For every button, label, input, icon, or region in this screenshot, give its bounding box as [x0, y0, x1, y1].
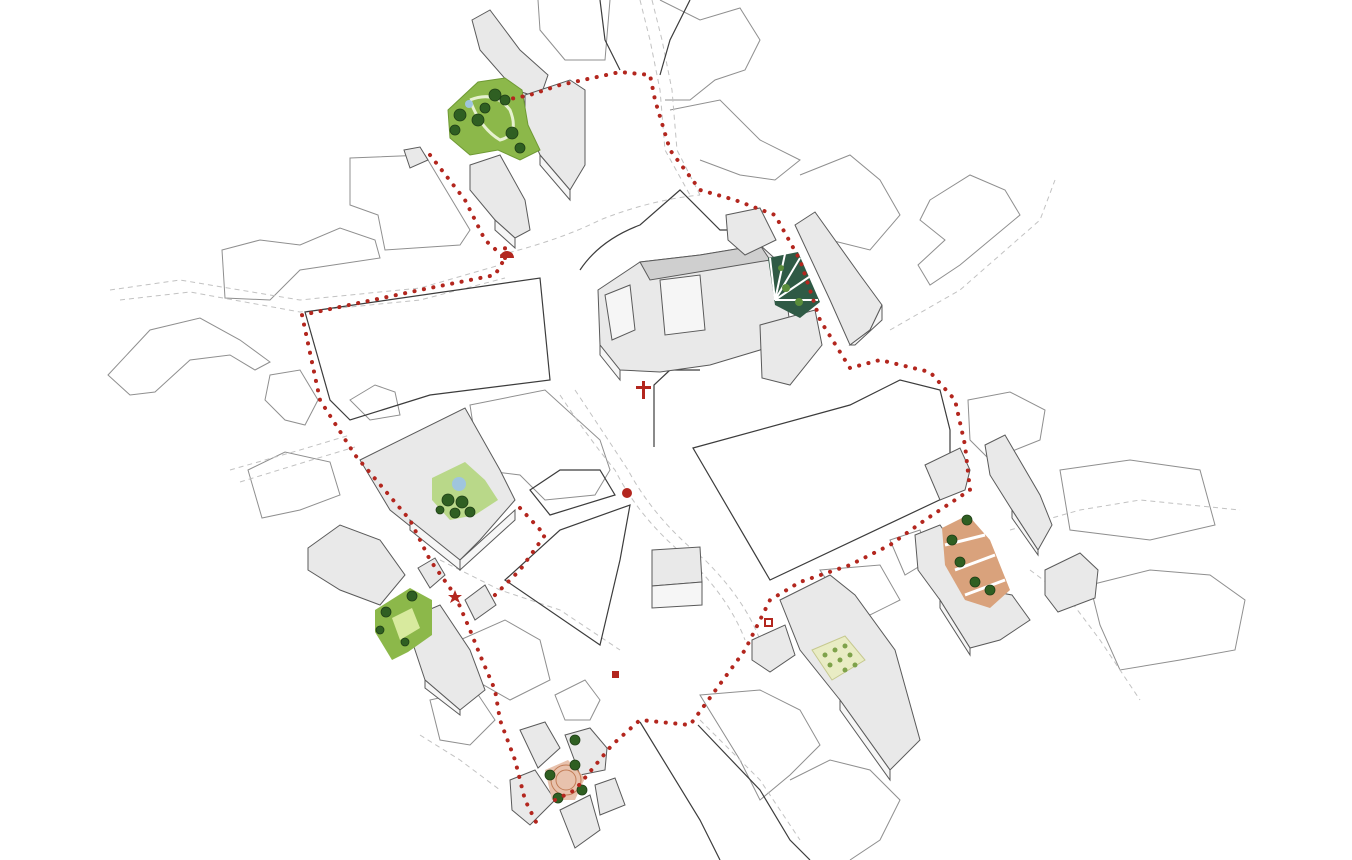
street-dashes	[109, 0, 1241, 841]
semicircle-marker	[500, 251, 514, 258]
dot-marker	[622, 488, 632, 498]
building-southeast-long	[751, 574, 921, 782]
building-east-bar	[794, 211, 883, 346]
building-top-south	[469, 154, 531, 250]
star-marker	[448, 590, 462, 603]
square-marker	[612, 671, 619, 678]
cathedral-building	[597, 207, 823, 386]
building-small-top	[403, 146, 429, 169]
parcel-outlines	[107, 0, 1246, 860]
garden-meadow	[375, 588, 432, 660]
route-markers	[448, 251, 773, 678]
garden-top	[447, 77, 541, 161]
garden-plaza-east	[942, 514, 1010, 608]
cross-marker	[636, 381, 651, 399]
garden-allotment	[811, 635, 866, 681]
garden-cathedral-fan	[768, 252, 820, 318]
square-outline-marker	[764, 618, 773, 627]
houses-east	[924, 434, 1099, 613]
street-blocks	[304, 0, 951, 860]
garden-courtyard	[432, 462, 498, 520]
building-central	[651, 546, 703, 609]
gardens	[375, 77, 1010, 804]
garden-square-south	[544, 734, 588, 804]
